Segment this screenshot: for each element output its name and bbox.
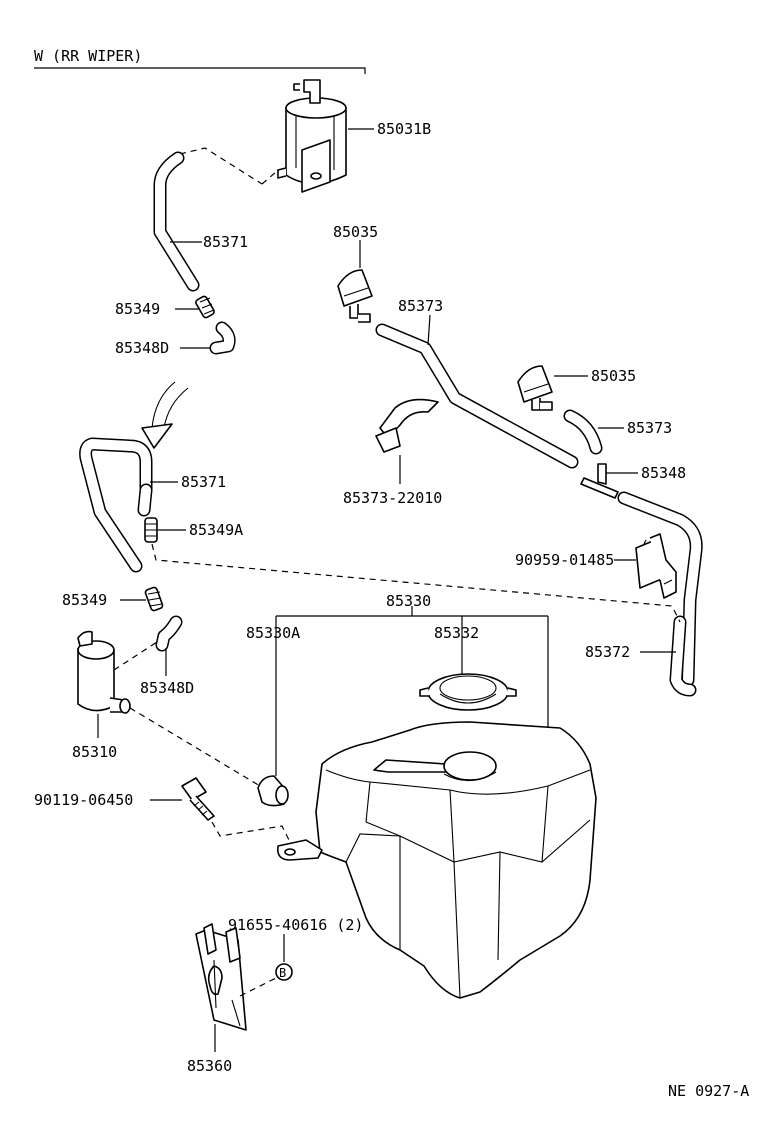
dash-bolt <box>211 821 291 843</box>
label-85330: 85330 <box>386 592 431 610</box>
bracket-85360 <box>195 923 247 1031</box>
hose-85371-mid <box>79 437 153 573</box>
bracket-85330 <box>275 606 549 776</box>
header-title: W (RR WIPER) <box>34 47 142 65</box>
label-91655-40616: 91655-40616 (2) <box>228 916 363 934</box>
label-85031b: 85031B <box>377 120 431 138</box>
tube-85372 <box>617 491 703 697</box>
clip-90959-01485 <box>635 533 677 599</box>
grommet-85330a <box>257 775 289 807</box>
footer-code: NE 0927-A <box>668 1082 749 1100</box>
dash-85349a-to-85372 <box>151 543 681 623</box>
label-85373-22010: 85373-22010 <box>343 489 442 507</box>
tube-85373-right <box>563 409 603 455</box>
label-85372: 85372 <box>585 643 630 661</box>
curved-arrow-icon <box>141 381 189 449</box>
rear-washer-pump-icon <box>277 79 347 193</box>
leader-85373-main <box>427 314 431 346</box>
bolt-91655-40616: B <box>275 963 293 981</box>
elbow-85348d-low <box>155 615 183 652</box>
connector-85349-top <box>195 295 215 319</box>
label-85332: 85332 <box>434 624 479 642</box>
bolt-90119-06450 <box>181 777 215 821</box>
label-85373-main: 85373 <box>398 297 443 315</box>
label-85310: 85310 <box>72 743 117 761</box>
label-85371-top: 85371 <box>203 233 248 251</box>
label-85348: 85348 <box>641 464 686 482</box>
bolt-mark: B <box>279 966 286 980</box>
label-85349-top: 85349 <box>115 300 160 318</box>
label-85035-right: 85035 <box>591 367 636 385</box>
nozzle-85035-left <box>337 269 373 323</box>
label-85371-mid: 85371 <box>181 473 226 491</box>
connector-85349a <box>144 517 158 543</box>
washer-tank-85330 <box>276 721 597 999</box>
label-85373-right: 85373 <box>627 419 672 437</box>
label-90119-06450: 90119-06450 <box>34 791 133 809</box>
label-85348d-low: 85348D <box>140 679 194 697</box>
cap-85332 <box>419 673 517 711</box>
hose-85371-top <box>153 151 200 292</box>
dash-bracket <box>239 977 277 997</box>
header-bracket <box>34 67 366 74</box>
dash-pump-hose <box>179 147 277 185</box>
dash-motor <box>113 639 261 787</box>
clamp-85373-22010 <box>375 398 439 453</box>
label-85330a: 85330A <box>246 624 300 642</box>
label-90959-01485: 90959-01485 <box>515 551 614 569</box>
label-85349-low: 85349 <box>62 591 107 609</box>
elbow-85348d-top <box>209 321 236 355</box>
nozzle-85035-right <box>517 365 553 411</box>
label-85348d-top: 85348D <box>115 339 169 357</box>
connector-85348 <box>580 463 619 499</box>
connector-85349-low <box>144 586 164 612</box>
label-85035-left: 85035 <box>333 223 378 241</box>
tube-85373-main <box>375 323 579 469</box>
label-85360: 85360 <box>187 1057 232 1075</box>
washer-motor-85310 <box>77 630 131 714</box>
label-85349a: 85349A <box>189 521 243 539</box>
